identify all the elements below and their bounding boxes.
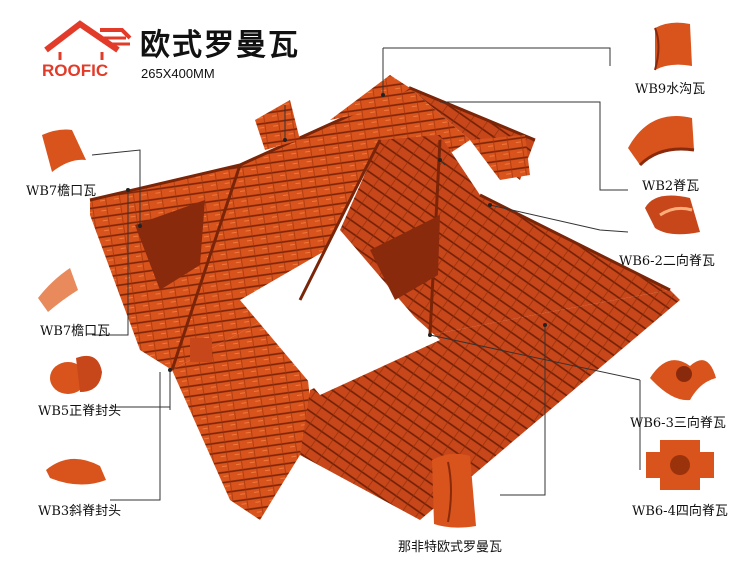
chimney bbox=[190, 338, 212, 362]
wb5-tile-icon bbox=[50, 355, 102, 394]
label-main-tile: 那非特欧式罗曼瓦 bbox=[398, 540, 503, 555]
roof-face-front-left bbox=[172, 140, 380, 370]
wb6-3-tile-icon bbox=[650, 360, 716, 401]
wb6-2-tile-icon bbox=[645, 195, 700, 235]
label-wb6-2: WB6-2二向脊瓦 bbox=[619, 254, 715, 269]
label-wb6-4: WB6-4四向脊瓦 bbox=[632, 504, 728, 519]
label-wb5: WB5正脊封头 bbox=[38, 404, 122, 419]
roof-face-right bbox=[340, 135, 670, 335]
label-wb7-a: WB7檐口瓦 bbox=[26, 184, 97, 199]
courtyard-opening bbox=[240, 245, 440, 395]
dormer-mid bbox=[370, 215, 440, 300]
label-wb2: WB2脊瓦 bbox=[642, 179, 700, 194]
wb3-tile-icon bbox=[46, 458, 106, 485]
size-label: 265X400MM bbox=[141, 66, 215, 81]
dormer-back bbox=[330, 75, 410, 120]
wb2-tile-icon bbox=[628, 116, 695, 167]
wb9-tile-icon bbox=[654, 22, 692, 71]
wb7-tile-icon-a bbox=[42, 129, 86, 172]
label-wb9: WB9水沟瓦 bbox=[635, 82, 706, 97]
brand-name: ROOFIC bbox=[42, 61, 108, 80]
main-roman-tile-icon bbox=[432, 453, 476, 528]
label-wb7-b: WB7檐口瓦 bbox=[40, 324, 111, 339]
dormer-left bbox=[135, 200, 205, 290]
page-title: 欧式罗曼瓦 bbox=[140, 28, 300, 63]
label-wb3: WB3斜脊封头 bbox=[38, 504, 122, 519]
dormer-right bbox=[470, 135, 530, 180]
dormer-back2 bbox=[255, 100, 300, 150]
wb7-tile-icon-b bbox=[38, 268, 78, 312]
wb6-4-tile-icon bbox=[646, 440, 714, 490]
roofic-logo: ROOFIC bbox=[42, 20, 132, 80]
roof-face-front-right bbox=[300, 290, 680, 520]
label-wb6-3: WB6-3三向脊瓦 bbox=[630, 416, 726, 431]
